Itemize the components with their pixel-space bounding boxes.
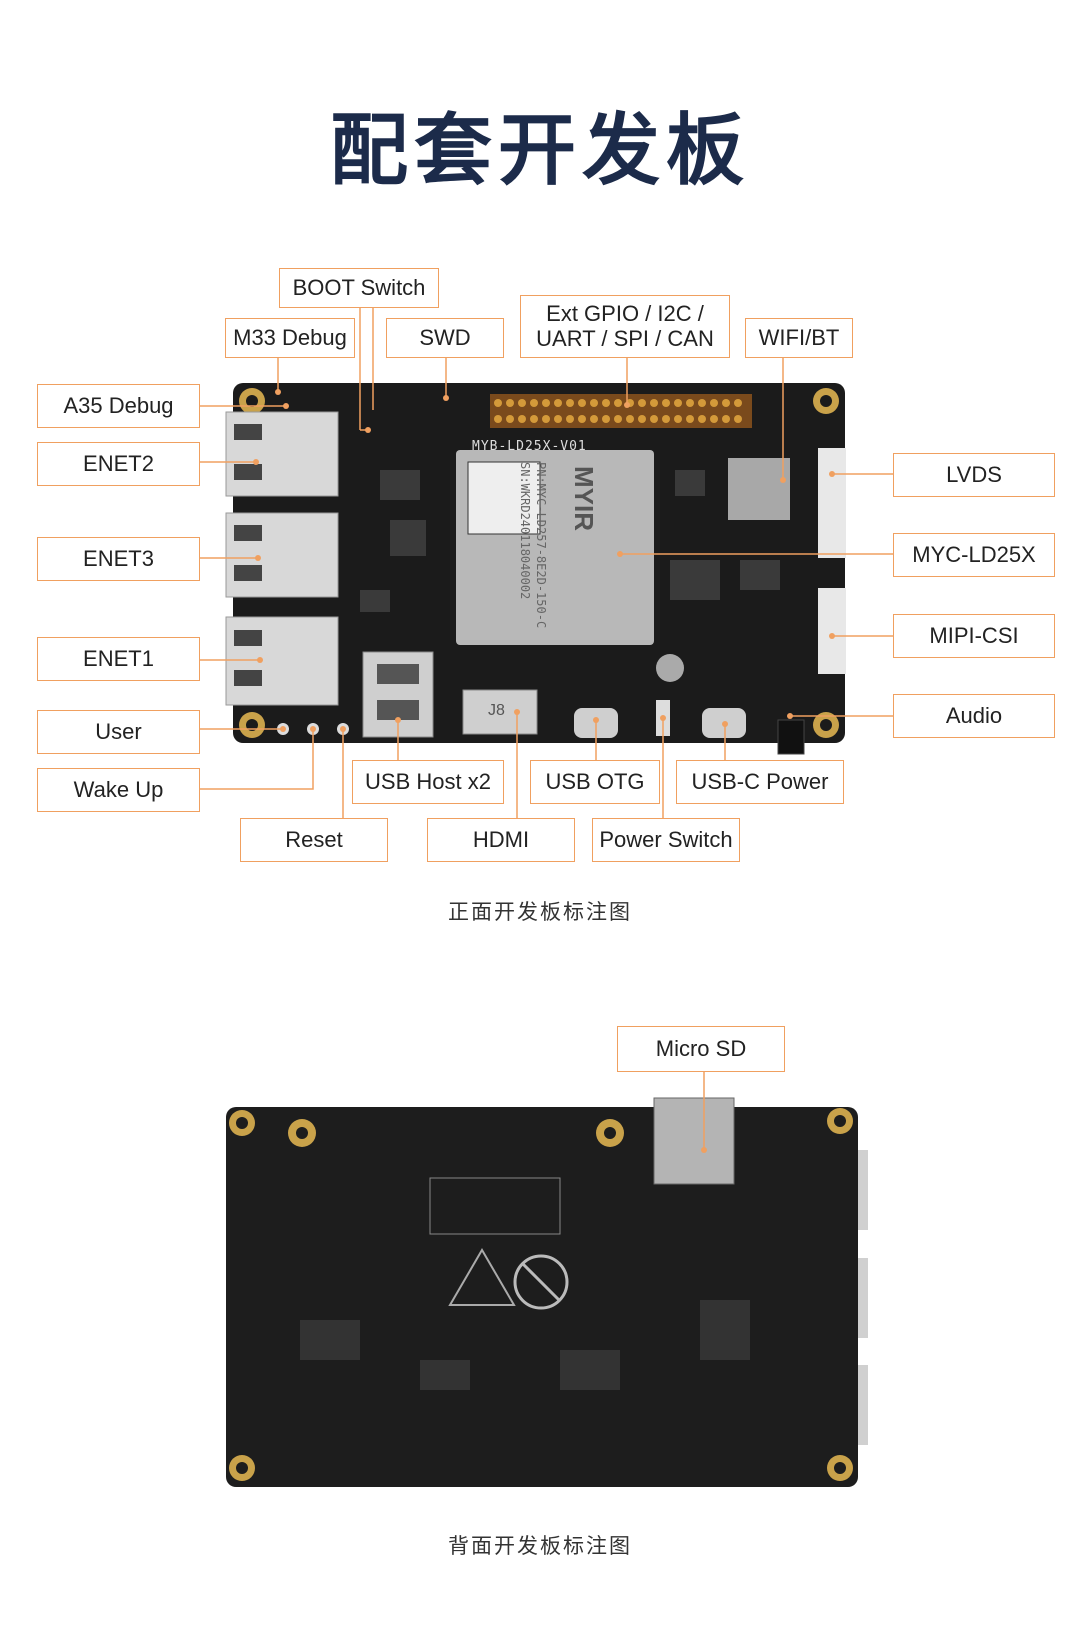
label-enet1: ENET1: [37, 637, 200, 681]
label-audio: Audio: [893, 694, 1055, 738]
label-reset: Reset: [240, 818, 388, 862]
hdmi-j8-print: J8: [488, 702, 505, 719]
label-boot-switch: BOOT Switch: [279, 268, 439, 308]
front-caption: 正面开发板标注图: [448, 900, 632, 924]
label-user: User: [37, 710, 200, 754]
label-lvds: LVDS: [893, 453, 1055, 497]
label-usb-otg: USB OTG: [530, 760, 660, 804]
label-wifi-bt: WIFI/BT: [745, 318, 853, 358]
label-hdmi: HDMI: [427, 818, 575, 862]
module-serial-print: PN:MYC-LD257-8E2D-150-C SN:WKRD240118040…: [518, 462, 548, 629]
label-swd: SWD: [386, 318, 504, 358]
label-a35-debug: A35 Debug: [37, 384, 200, 428]
label-mipi-csi: MIPI-CSI: [893, 614, 1055, 658]
label-enet3: ENET3: [37, 537, 200, 581]
back-caption: 背面开发板标注图: [448, 1534, 632, 1558]
label-ext-gpio: Ext GPIO / I2C / UART / SPI / CAN: [520, 295, 730, 358]
label-power-switch: Power Switch: [592, 818, 740, 862]
page-title: 配套开发板: [329, 106, 750, 196]
label-m33-debug: M33 Debug: [225, 318, 355, 358]
label-wake-up: Wake Up: [37, 768, 200, 812]
label-usb-host: USB Host x2: [352, 760, 504, 804]
label-myc-ld25x: MYC-LD25X: [893, 533, 1055, 577]
module-brand-print: MYIR: [569, 466, 599, 531]
label-usb-c-power: USB-C Power: [676, 760, 844, 804]
board-model-print: MYB-LD25X-V01: [472, 439, 587, 454]
label-micro-sd: Micro SD: [617, 1026, 785, 1072]
label-enet2: ENET2: [37, 442, 200, 486]
